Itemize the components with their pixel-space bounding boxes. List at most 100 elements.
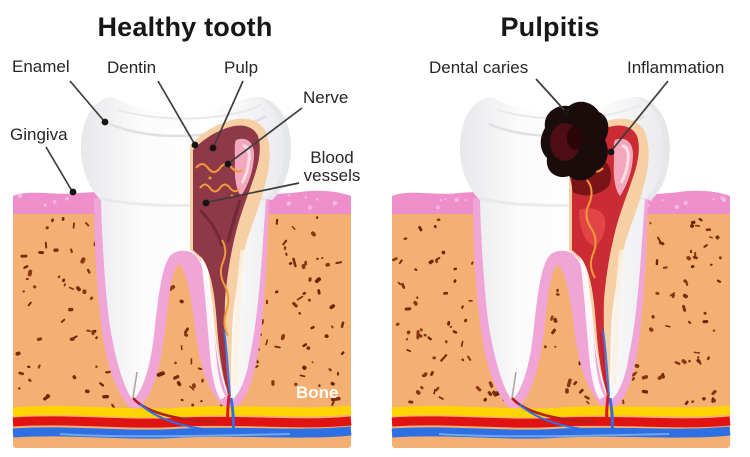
bone-speckle [709, 263, 713, 266]
bone-speckle [452, 330, 458, 334]
bone-speckle [395, 322, 400, 326]
bone-speckle [73, 335, 78, 339]
label-pulp: Pulp [224, 58, 259, 77]
bone-speckle [283, 246, 287, 251]
bone-speckle [649, 222, 652, 225]
bone-speckle [447, 321, 451, 326]
bone-speckle [328, 368, 332, 372]
bone-speckle [292, 301, 298, 308]
bone-speckle [468, 300, 473, 302]
bone-speckle [555, 293, 560, 296]
bone-speckle [398, 259, 403, 264]
bone-speckle [282, 239, 288, 246]
leader-lines [45, 78, 669, 203]
bone-speckle [27, 269, 33, 277]
bone-speckle [18, 371, 25, 376]
bone-speckle [274, 290, 279, 294]
bone-speckle [487, 391, 493, 397]
gum-speckle [65, 197, 69, 201]
bone-speckle [330, 381, 335, 386]
bone-speckle [460, 340, 464, 348]
gum-speckle [444, 197, 447, 200]
bone-speckle [80, 257, 86, 264]
bone-speckle [310, 231, 316, 237]
bone-speckle [408, 400, 414, 404]
bone-speckle [553, 317, 558, 323]
gum-speckle [286, 201, 292, 206]
bone-speckle [416, 296, 419, 299]
pulpitis-tooth-illustration [392, 97, 730, 448]
label-gingiva: Gingiva [10, 125, 68, 144]
bone-speckle [691, 400, 695, 404]
gum-speckle [454, 197, 459, 203]
bone-speckle [584, 395, 590, 400]
bone-speckle [298, 311, 302, 315]
gum-speckle [332, 200, 338, 206]
gum-speckle [435, 205, 440, 210]
bone-speckle [340, 351, 345, 355]
bone-speckle [427, 336, 432, 341]
bone-speckle [698, 361, 702, 365]
nerve-fibers [195, 163, 243, 337]
bone-speckle [404, 307, 412, 311]
bone-speckle [95, 365, 98, 368]
bone-speckle [631, 377, 636, 381]
bone-speckle [331, 325, 334, 329]
bone-speckle [665, 325, 671, 328]
bone-speckle [15, 351, 21, 356]
leader-dot-inflammation [607, 148, 615, 156]
bone-speckle [712, 329, 716, 332]
bone-speckle [715, 235, 720, 240]
bone-speckle [669, 292, 676, 297]
bone-speckle [275, 218, 279, 225]
bone-speckle [102, 394, 109, 399]
bone-speckle [550, 315, 554, 321]
bone-speckle [692, 255, 698, 260]
bone-speckle [302, 291, 307, 295]
panel-title-healthy: Healthy tooth [97, 12, 273, 42]
bone-speckle [544, 345, 547, 349]
bone-speckle [566, 378, 572, 388]
bone-speckle [50, 218, 55, 223]
bone-speckle [85, 389, 90, 394]
dental-caries-lesion [540, 101, 609, 181]
bone-speckle [419, 328, 423, 332]
bone-speckle [467, 355, 472, 361]
bone-speckle [718, 256, 722, 260]
bone-speckle [301, 263, 306, 269]
bone-speckle [314, 277, 322, 284]
bone-speckle [432, 356, 437, 360]
leader-line-nerve [228, 107, 303, 164]
bone-speckle [436, 218, 441, 222]
bone-speckle [191, 403, 195, 407]
bone-speckle [316, 216, 319, 219]
bone-speckle [189, 385, 195, 391]
bone-speckle [176, 381, 182, 387]
bone-speckle [464, 318, 468, 323]
bone-speckle [271, 380, 275, 386]
bone-speckle [75, 286, 81, 292]
bone-speckle [682, 293, 688, 299]
bone-speckle [674, 360, 681, 366]
gum-speckle [464, 198, 467, 202]
bone-speckle [423, 333, 427, 337]
bone-speckle [179, 299, 184, 304]
bone-speckle [401, 282, 406, 289]
gum-speckle [17, 193, 23, 199]
bone-speckle [682, 304, 687, 312]
bone-speckle [329, 304, 336, 309]
bone-speckle [656, 236, 662, 243]
bone-speckle [488, 381, 494, 388]
bone-speckle [325, 334, 329, 338]
leader-dot-gingiva [69, 188, 77, 196]
bone-speckle [45, 226, 49, 230]
bone-speckle [173, 374, 180, 380]
bone-speckle [445, 340, 448, 344]
bone-speckle [634, 363, 640, 369]
bone-speckle [709, 236, 713, 239]
bone-speckle [20, 254, 28, 258]
bone-speckle [684, 400, 689, 406]
bone-speckle [336, 371, 340, 376]
bone-speckle [294, 382, 298, 386]
bone-speckle [578, 388, 584, 394]
